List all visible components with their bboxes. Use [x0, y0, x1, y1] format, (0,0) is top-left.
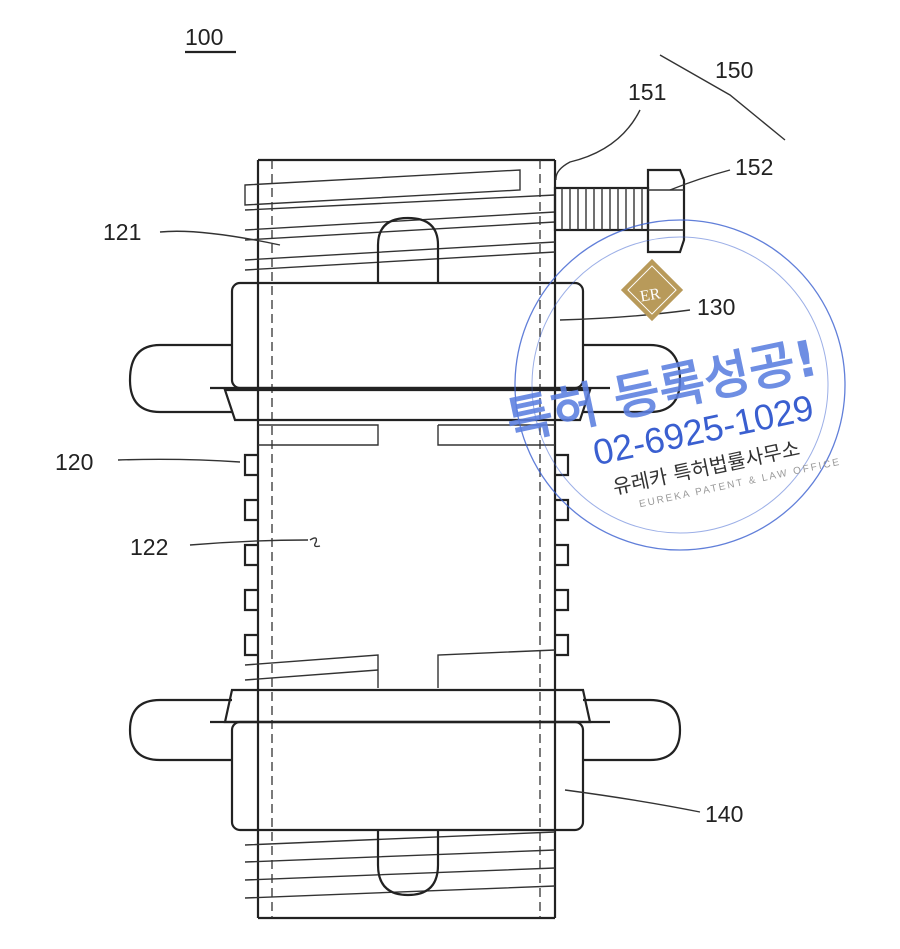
- svg-text:ER: ER: [639, 285, 662, 305]
- lower-thread: [245, 830, 555, 898]
- label-120: 120: [55, 449, 93, 475]
- upper-thread: [245, 170, 555, 283]
- cylinder-body: [258, 160, 555, 918]
- watermark-stamp: ER 특허 등록성공! 02-6925-1029 유레카 특허법률사무소 EUR…: [501, 220, 845, 550]
- label-140: 140: [705, 801, 743, 827]
- label-152: 152: [735, 154, 773, 180]
- bolt: [555, 170, 684, 252]
- label-122: 122: [130, 534, 168, 560]
- label-121: 121: [103, 219, 141, 245]
- label-130: 130: [697, 294, 735, 320]
- label-100: 100: [185, 24, 223, 50]
- middle-body: [245, 425, 568, 688]
- label-150: 150: [715, 57, 753, 83]
- label-151: 151: [628, 79, 666, 105]
- lower-collar: [130, 690, 680, 830]
